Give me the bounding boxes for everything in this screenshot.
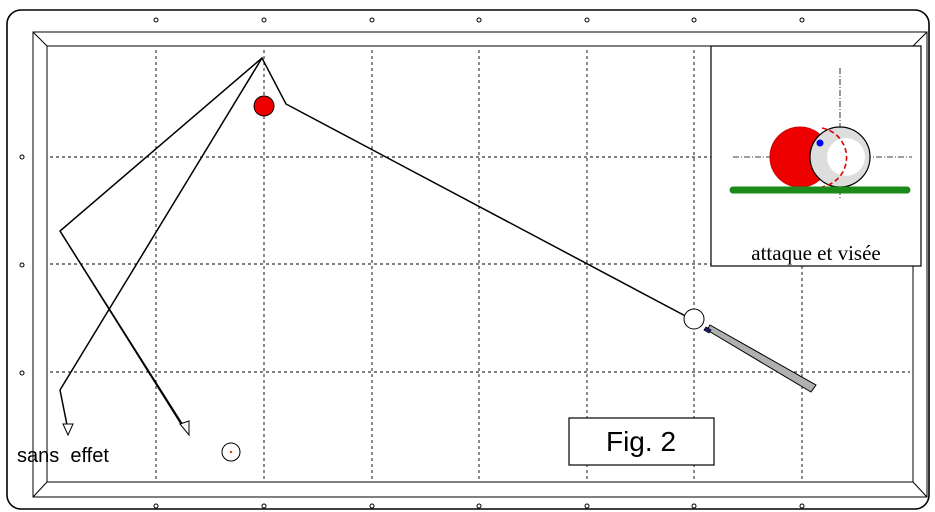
inset-caption: attaque et visée <box>751 241 880 265</box>
rail-diamonds <box>19 17 805 509</box>
cue-ball-path-double <box>61 233 186 429</box>
contact-dot-icon <box>816 139 824 147</box>
arrowhead-middle-icon <box>179 420 190 437</box>
aim-inset: attaque et visée <box>710 45 922 267</box>
figure-label: Fig. 2 <box>606 426 676 457</box>
arrowhead-left-icon <box>62 423 74 437</box>
aim-circle-arc <box>821 127 848 188</box>
trajectory-lines <box>59 56 694 429</box>
sans-effet-label: sans effet <box>17 445 109 467</box>
table-outer-frame <box>6 9 930 510</box>
red-ball-icon <box>253 95 275 117</box>
white-ball-icon <box>683 308 705 330</box>
second-ball-path <box>59 57 263 391</box>
second-ball-path-end <box>59 389 68 426</box>
figure-label-box: Fig. 2 <box>568 417 715 466</box>
small-ball-dot <box>229 450 233 454</box>
cue-stick-icon <box>703 324 817 393</box>
